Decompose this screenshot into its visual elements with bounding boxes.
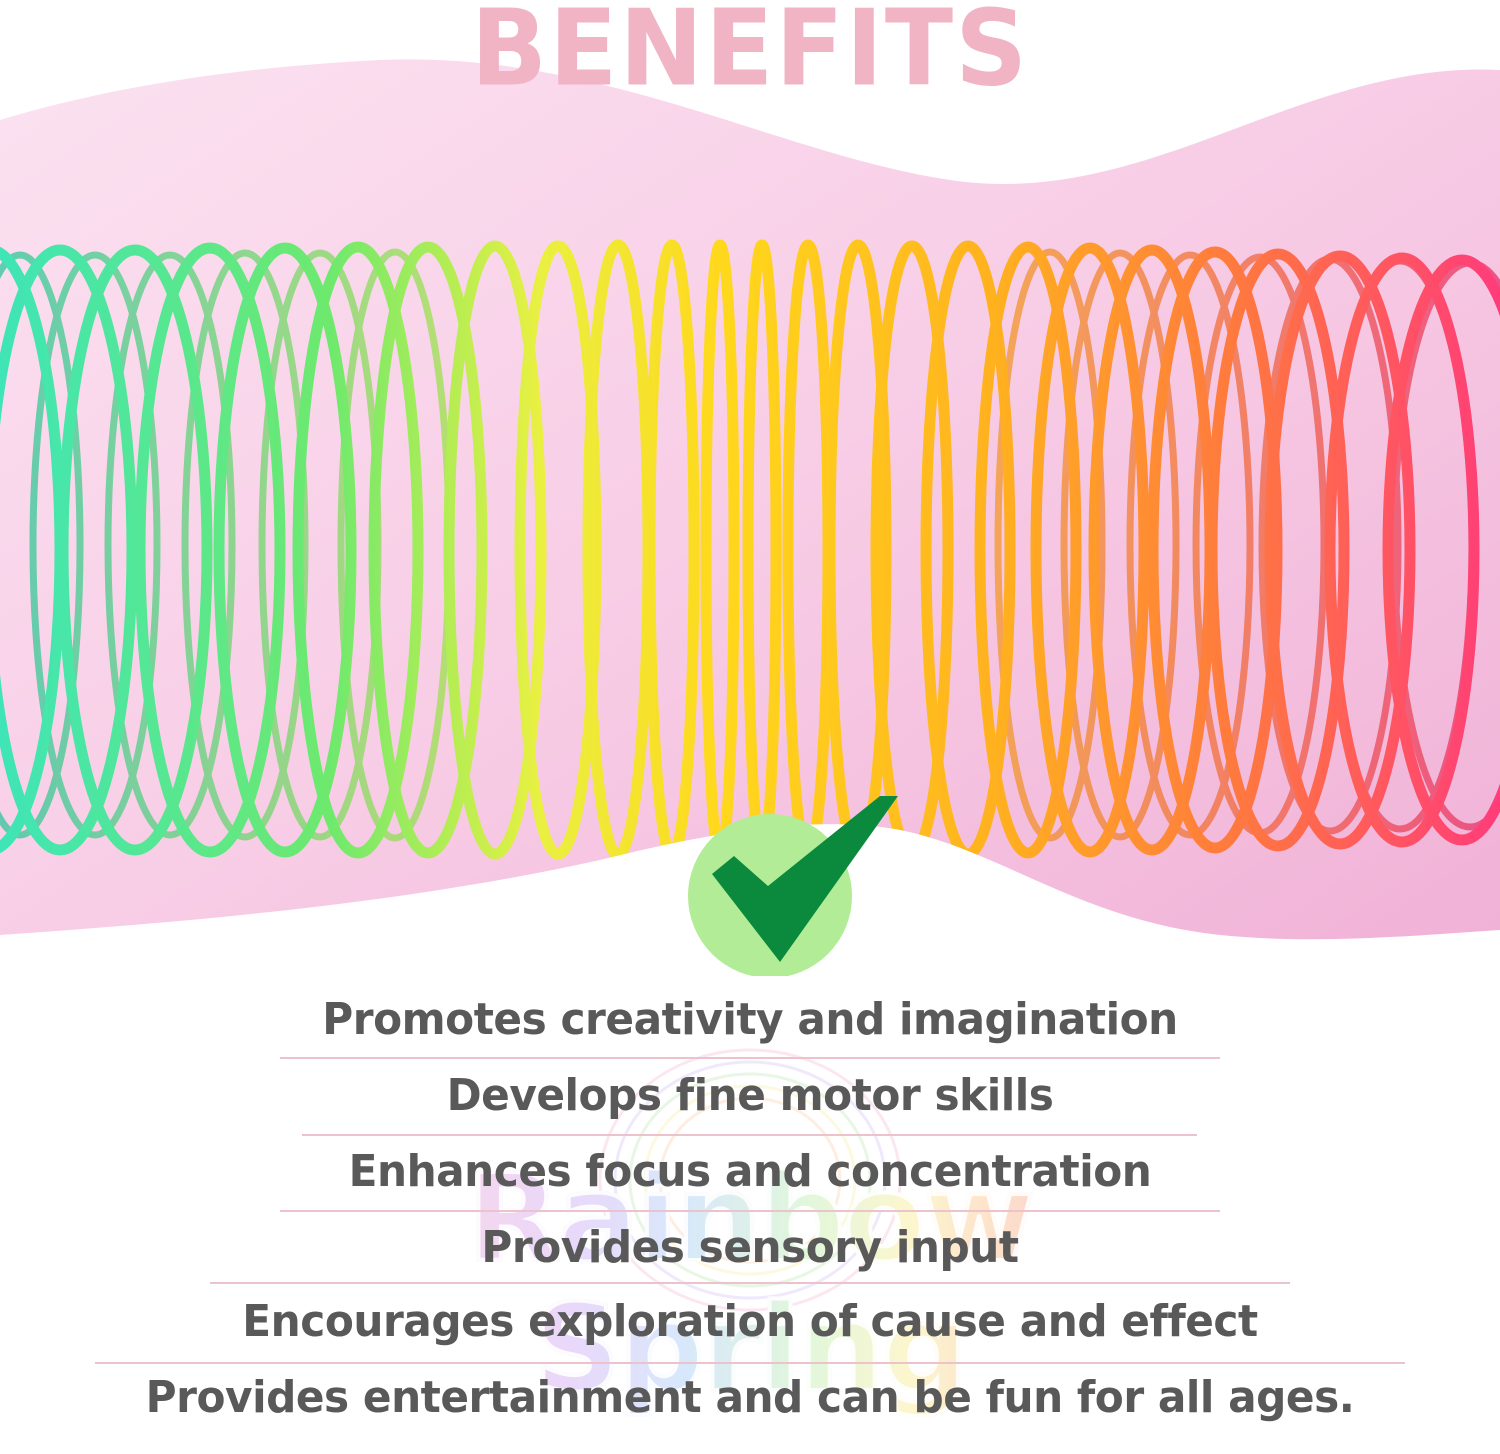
benefit-item: Enhances focus and concentration [348,1146,1152,1197]
divider [95,1362,1405,1364]
benefit-item: Provides sensory input [481,1222,1019,1273]
divider [280,1057,1220,1059]
page-title: BENEFITS [470,0,1030,110]
divider [280,1210,1220,1212]
checkmark-badge [688,796,898,976]
benefit-item: Provides entertainment and can be fun fo… [145,1372,1355,1423]
benefit-item: Promotes creativity and imagination [322,994,1178,1045]
divider [210,1282,1290,1284]
divider [302,1134,1197,1136]
checkmark-icon [688,796,898,976]
benefit-item: Encourages exploration of cause and effe… [242,1296,1258,1347]
benefit-item: Develops fine motor skills [446,1070,1054,1121]
